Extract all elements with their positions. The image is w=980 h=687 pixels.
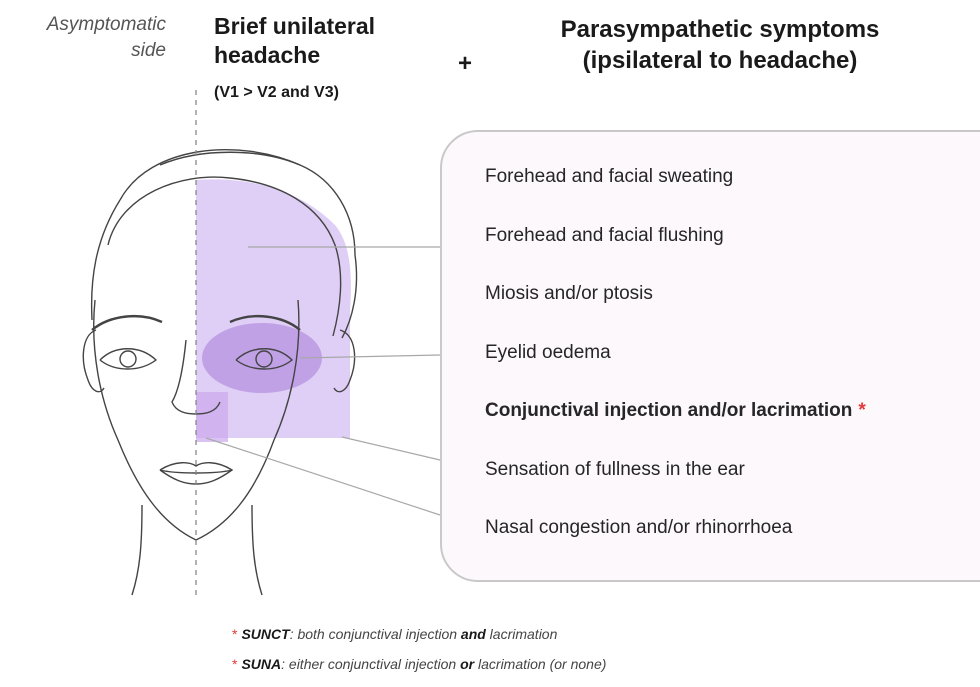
headache-title: Brief unilateral headache	[214, 12, 375, 70]
headache-line2: headache	[214, 41, 375, 70]
footnote-suna: *SUNA: either conjunctival injection or …	[232, 656, 606, 672]
parasympathetic-line1: Parasympathetic symptoms	[500, 14, 940, 45]
symptom-item-highlighted: Conjunctival injection and/or lacrimatio…	[485, 400, 866, 459]
asymptomatic-side-label: Asymptomatic side	[8, 12, 166, 64]
symptom-item: Eyelid oedema	[485, 342, 866, 401]
symptom-item: Forehead and facial flushing	[485, 225, 866, 284]
nose-highlight	[196, 392, 228, 442]
symptom-list: Forehead and facial sweating Forehead an…	[485, 166, 866, 576]
footnote-term: SUNA	[241, 656, 281, 672]
asymptomatic-line2: side	[8, 38, 166, 64]
footnote-emphasis: and	[461, 626, 486, 642]
footnote-star: *	[232, 656, 237, 672]
parasympathetic-line2: (ipsilateral to headache)	[500, 45, 940, 76]
symptom-item: Nasal congestion and/or rhinorrhoea	[485, 517, 866, 576]
footnote-star: *	[232, 626, 237, 642]
plus-sign: +	[458, 50, 472, 78]
footnote-emphasis: or	[460, 656, 474, 672]
symptom-item: Sensation of fullness in the ear	[485, 459, 866, 518]
symptom-item: Miosis and/or ptosis	[485, 283, 866, 342]
asterisk-marker: *	[858, 400, 865, 421]
headache-line1: Brief unilateral	[214, 12, 375, 41]
footnote-sunct: *SUNCT: both conjunctival injection and …	[232, 626, 557, 642]
parasympathetic-title: Parasympathetic symptoms (ipsilateral to…	[500, 14, 940, 76]
headache-subtitle: (V1 > V2 and V3)	[214, 84, 339, 102]
footnote-term: SUNCT	[241, 626, 289, 642]
symptom-item: Forehead and facial sweating	[485, 166, 866, 225]
asymptomatic-line1: Asymptomatic	[8, 12, 166, 38]
leader-ear	[342, 437, 440, 460]
